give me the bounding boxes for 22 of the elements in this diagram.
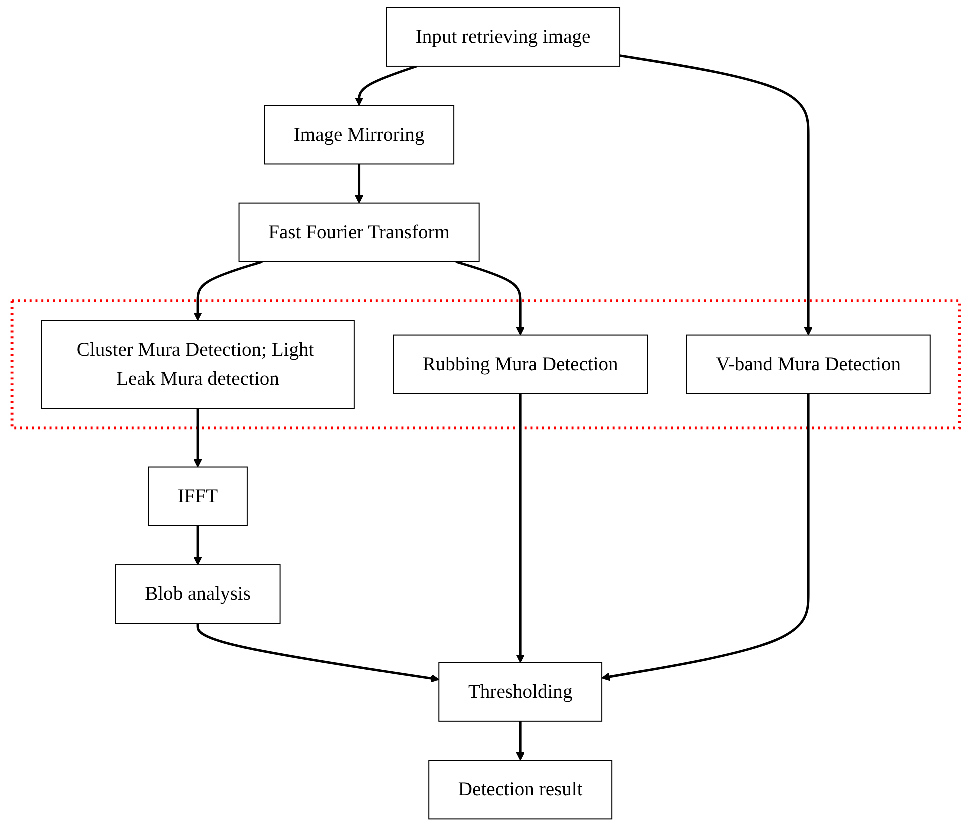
node-box: Image Mirroring xyxy=(264,105,455,165)
arrow xyxy=(355,65,418,106)
arrow xyxy=(516,394,525,664)
node-box: Fast Fourier Transform xyxy=(238,202,480,262)
arrow xyxy=(620,54,813,336)
arrow xyxy=(355,164,364,204)
arrow xyxy=(196,624,440,683)
arrow xyxy=(456,260,525,336)
node-box: Cluster Mura Detection; Light Leak Mura detection xyxy=(41,320,355,410)
arrow xyxy=(194,260,263,322)
node-box: Detection result xyxy=(428,760,613,820)
arrow xyxy=(194,408,202,468)
node-box: Input retrieving image xyxy=(386,7,621,67)
node-box: Blob analysis xyxy=(115,564,281,624)
node-box: Thresholding xyxy=(438,662,603,722)
node-box: IFFT xyxy=(148,466,248,526)
arrow xyxy=(516,721,525,761)
arrow xyxy=(602,394,810,682)
cluster xyxy=(10,300,962,430)
arrow xyxy=(194,526,202,566)
node-box: Rubbing Mura Detection xyxy=(393,334,648,394)
node-box: V-band Mura Detection xyxy=(686,334,931,394)
